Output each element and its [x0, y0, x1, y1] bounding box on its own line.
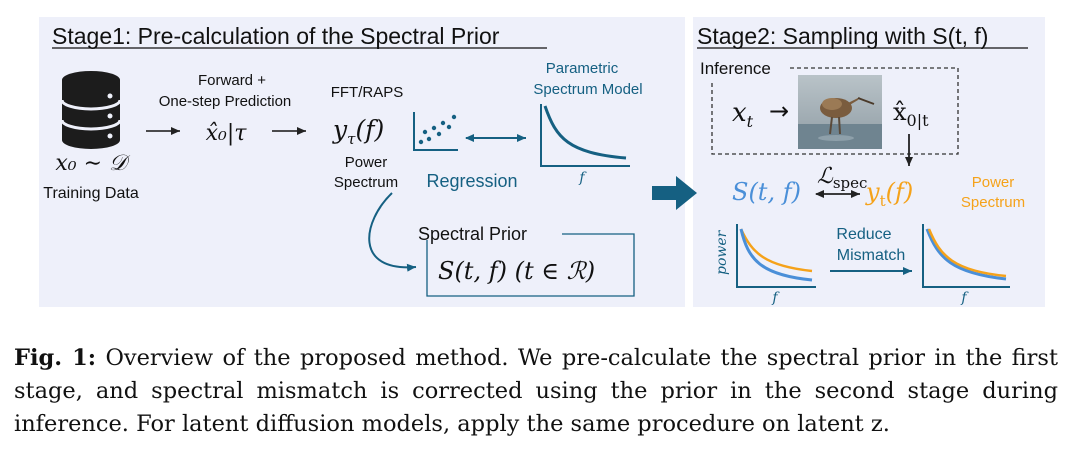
method-diagram: Stage1: Pre-calculation of the Spectral … [39, 17, 1045, 307]
loss-symbol: ℒspec [817, 164, 867, 192]
power-label-1: Power [345, 154, 388, 171]
stage1-title: Stage1: Pre-calculation of the Spectral … [52, 23, 500, 49]
stage1-panel [39, 17, 685, 307]
model-label-1: Parametric [546, 60, 619, 77]
s-symbol: S(t, f) [732, 178, 801, 206]
mismatch-plot [736, 224, 816, 288]
stage2-title: Stage2: Sampling with S(t, f) [697, 23, 988, 49]
yt-symbol: yt(f) [865, 178, 913, 210]
xt-symbol: xt [732, 98, 754, 131]
noisy-bird-image [798, 75, 882, 149]
reduce-label-1: Reduce [836, 226, 891, 243]
axis-f-label-left: f [771, 290, 780, 306]
stage2-panel [693, 17, 1045, 307]
model-label-2: Spectrum Model [533, 81, 642, 98]
database-icon [60, 71, 122, 149]
figure-caption: Fig. 1: Overview of the proposed method.… [14, 342, 1058, 441]
inference-box [711, 67, 959, 155]
caption-text: Overview of the proposed method. We pre-… [14, 345, 1058, 437]
reduce-label-2: Mismatch [837, 247, 905, 264]
inference-label: Inference [700, 59, 771, 78]
model-axis-f: f [578, 170, 587, 186]
axis-power-label: power [714, 229, 730, 275]
forward-label-2: One-step Prediction [159, 93, 292, 110]
prior-label: Spectral Prior [418, 224, 527, 244]
prediction-symbol: x̂₀|τ [206, 121, 248, 146]
prior-box [426, 233, 635, 297]
training-data-symbol: x₀ ∼ 𝒟 [55, 151, 131, 176]
matched-plot [922, 224, 1010, 288]
caption-fig-label: Fig. 1: [14, 345, 97, 371]
x0t-symbol: x̂0|t [893, 98, 929, 130]
power-symbol: yτ(f) [332, 115, 384, 148]
power-label-2: Spectrum [334, 174, 398, 191]
training-data-label: Training Data [43, 185, 139, 202]
stage-transition-arrow [652, 176, 697, 210]
power-spectrum-label-1: Power [972, 174, 1015, 191]
scatter-plot-icon [413, 112, 458, 151]
parametric-model-plot [540, 104, 630, 167]
forward-label-1: Forward + [198, 72, 266, 89]
regression-label: Regression [426, 171, 517, 191]
axis-f-label-right: f [960, 290, 969, 306]
arrow-to-prior [368, 192, 417, 272]
power-spectrum-label-2: Spectrum [961, 194, 1025, 211]
xt-arrow: → [769, 97, 789, 125]
prior-formula: S(t, f) (t ∈ ℛ) [438, 257, 595, 285]
fft-label: FFT/RAPS [331, 84, 404, 101]
